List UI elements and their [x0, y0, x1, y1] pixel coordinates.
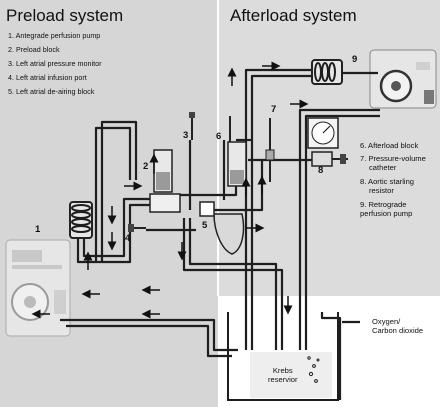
pressure-gauge	[307, 117, 339, 149]
callout-1: 1	[35, 224, 41, 235]
afterload-legend-item-9: 9. Retrograde perfusion pump	[360, 200, 413, 218]
afterload-legend-item-6: 6. Afterload block	[360, 141, 419, 150]
preload-title: Preload system	[6, 6, 124, 25]
preload-legend: 1. Antegrade perfusion pump 2. Preload b…	[8, 31, 101, 101]
reservoir-label: Krebs reservior	[268, 366, 298, 384]
callout-8: 8	[318, 165, 324, 176]
afterload-block	[227, 141, 247, 187]
preload-legend-item-5: 5. Left atrial de-airing block	[8, 87, 95, 96]
flow-arrows	[31, 61, 309, 319]
callout-6: 6	[216, 131, 222, 142]
afterload-legend-item-7: 7. Pressure-volume catheter	[360, 154, 426, 172]
callout-5: 5	[202, 220, 208, 231]
afterload-title: Afterload system	[230, 6, 357, 25]
preload-legend-item-4: 4. Left atrial infusion port	[8, 73, 87, 82]
heart	[213, 213, 245, 255]
preload-legend-item-2: 2. Preload block	[8, 45, 60, 54]
callout-7: 7	[271, 104, 277, 115]
callout-3: 3	[183, 130, 189, 141]
callout-9: 9	[352, 54, 358, 65]
preload-panel	[0, 0, 218, 407]
callout-4: 4	[125, 233, 131, 244]
starling-resistor	[311, 151, 348, 167]
gas-label: Oxygen/ Carbon dioxide	[372, 317, 424, 335]
heat-coils	[69, 59, 343, 239]
afterload-legend-item-8: 8. Aortic starling resistor	[360, 177, 415, 195]
preload-block	[149, 149, 181, 213]
preload-legend-item-3: 3. Left atrial pressure monitor	[8, 59, 102, 68]
antegrade-pump-device	[5, 239, 71, 337]
retrograde-pump-device	[369, 49, 437, 109]
callout-2: 2	[143, 161, 149, 172]
preload-legend-item-1: 1. Antegrade perfusion pump	[8, 31, 101, 40]
de-airing-block	[199, 201, 215, 217]
probes	[128, 112, 275, 232]
